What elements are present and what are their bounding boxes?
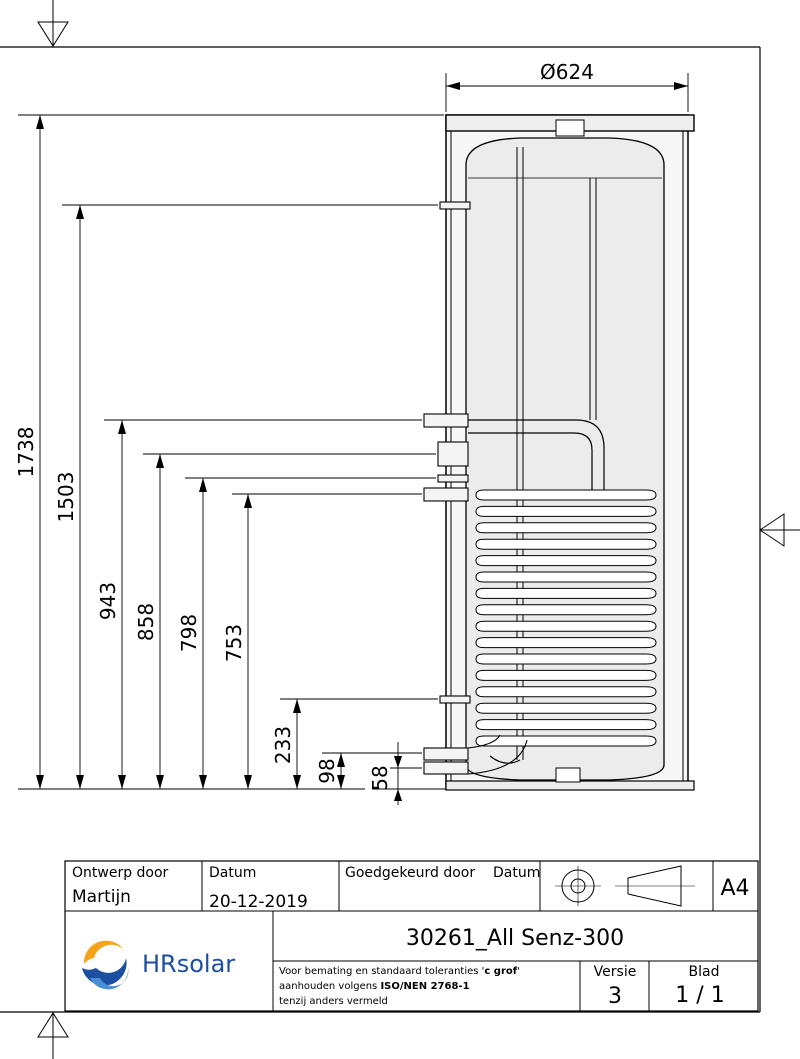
dimension-lines — [18, 73, 689, 805]
dimension-798: 798 — [177, 614, 201, 652]
coil-winding — [475, 538, 657, 550]
brand-name: HRsolar — [142, 950, 235, 978]
dimension-98: 98 — [315, 758, 339, 783]
sheet-label: Blad — [689, 964, 720, 980]
version-label: Versie — [594, 964, 637, 980]
hrsolar-logo-icon — [82, 940, 129, 990]
tolerance-line-2: aanhouden volgens ISO/NEN 2768-1 — [279, 981, 470, 992]
projection-symbol-icon — [555, 865, 695, 907]
dimension-753: 753 — [222, 624, 246, 662]
coil-winding — [475, 719, 657, 731]
coil-winding — [475, 505, 657, 517]
dimension-arrows — [36, 82, 688, 801]
coil-winding — [475, 669, 657, 681]
tank-connections — [423, 201, 528, 775]
designed-by-label: Ontwerp door — [72, 865, 169, 881]
title-block — [64, 860, 759, 1012]
centering-mark-top — [37, 0, 69, 47]
coil-winding — [475, 686, 657, 698]
dimension-58: 58 — [368, 765, 392, 790]
dimension-1738: 1738 — [14, 427, 38, 478]
coil-winding — [475, 620, 657, 632]
dimension-943: 943 — [96, 582, 120, 620]
dimension-1503: 1503 — [54, 472, 78, 523]
coil-winding — [475, 637, 657, 649]
approved-by-label: Goedgekeurd door — [345, 865, 475, 881]
designed-by-value: Martijn — [72, 887, 131, 907]
tolerance-line-1: Voor bemating en standaard toleranties '… — [279, 966, 520, 977]
coil-winding — [475, 735, 657, 747]
coil-winding — [475, 489, 657, 501]
date-label: Datum — [209, 865, 256, 881]
coil-winding — [475, 604, 657, 616]
date-value: 20-12-2019 — [209, 892, 308, 912]
diameter-label: Ø624 — [540, 60, 594, 84]
sheet-value: 1 / 1 — [675, 983, 724, 1008]
dimension-233: 233 — [271, 726, 295, 764]
centering-mark-right — [759, 513, 800, 547]
centering-mark-bottom — [37, 1012, 69, 1059]
tolerance-line-3: tenzij anders vermeld — [279, 996, 388, 1007]
coil-winding — [475, 555, 657, 567]
coil-winding — [475, 522, 657, 534]
heat-exchanger-coil — [475, 489, 657, 747]
coil-winding — [475, 587, 657, 599]
coil-winding — [475, 702, 657, 714]
version-value: 3 — [608, 984, 622, 1009]
approved-date-label: Datum — [493, 865, 540, 881]
sheet-size: A4 — [720, 876, 749, 901]
hrsolar-logo: HRsolar — [82, 940, 235, 990]
dimension-858: 858 — [134, 603, 158, 641]
coil-winding — [475, 653, 657, 665]
drawing-title: 30261_All Senz-300 — [406, 926, 624, 951]
coil-winding — [475, 571, 657, 583]
